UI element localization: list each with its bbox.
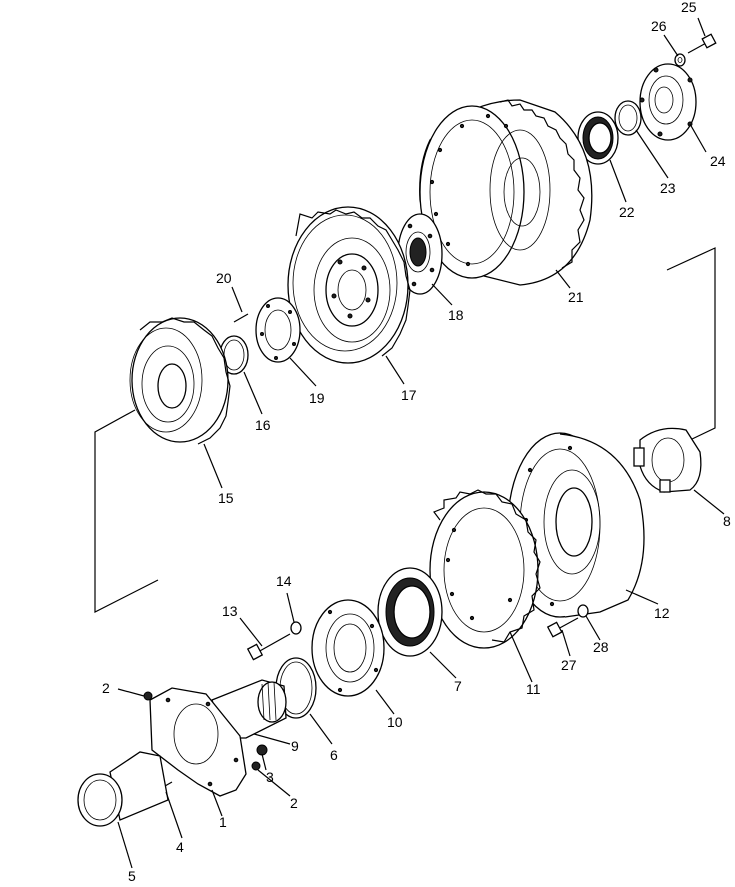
- callout-21: 21: [568, 289, 584, 305]
- part-23-snap-ring: [614, 100, 642, 136]
- callout-5: 5: [128, 868, 136, 882]
- part-19-gasket: [255, 297, 301, 363]
- callout-13: 13: [222, 603, 238, 619]
- part-25-bolt: [687, 33, 717, 54]
- part-2-nut-lower: [251, 761, 261, 771]
- callout-28: 28: [593, 639, 609, 655]
- callout-27: 27: [561, 657, 577, 673]
- callout-1: 1: [219, 814, 227, 830]
- part-3-plug: [256, 744, 268, 756]
- callout-26: 26: [651, 18, 667, 34]
- callout-20: 20: [216, 270, 232, 286]
- part-27-bolt: [546, 617, 579, 638]
- assembly-line-right: [666, 247, 716, 441]
- part-9-shaft: [211, 679, 287, 739]
- part-26-washer: [674, 53, 686, 67]
- callout-9: 9: [291, 738, 299, 754]
- part-17-wheel: [287, 206, 411, 364]
- callout-10: 10: [387, 714, 403, 730]
- callout-19: 19: [309, 390, 325, 406]
- part-5-sleeve: [77, 751, 169, 827]
- callout-14: 14: [276, 573, 292, 589]
- callout-15: 15: [218, 490, 234, 506]
- callout-7: 7: [454, 678, 462, 694]
- callout-labels: 25 26 24 23 22 21 18 17 19 20 16 15 8 12…: [102, 0, 731, 884]
- part-11-ring-gear: [429, 489, 541, 649]
- callout-23: 23: [660, 180, 676, 196]
- leader-lines: [117, 17, 725, 869]
- callout-22: 22: [619, 204, 635, 220]
- part-8-carrier: [633, 427, 702, 493]
- part-13-bolt: [246, 633, 291, 661]
- callout-4: 4: [176, 839, 184, 855]
- part-2-nut-upper: [143, 691, 153, 701]
- callout-12: 12: [654, 605, 670, 621]
- part-15-clutch-wheel: [129, 317, 231, 445]
- callout-16: 16: [255, 417, 271, 433]
- part-22-bearing: [577, 111, 619, 165]
- callout-3: 3: [266, 769, 274, 785]
- part-7-bearing: [377, 567, 443, 657]
- part-28-washer: [577, 604, 589, 618]
- part-1-case: [149, 687, 247, 797]
- assembly-line-left: [94, 409, 159, 613]
- part-10-retainer: [311, 599, 385, 697]
- part-14-washer: [290, 621, 302, 635]
- callout-8: 8: [723, 513, 731, 529]
- callout-6: 6: [330, 747, 338, 763]
- part-20-pin: [233, 313, 249, 323]
- callout-25: 25: [681, 0, 697, 15]
- part-24-cover: [639, 63, 697, 141]
- callout-11: 11: [526, 681, 541, 697]
- callout-17: 17: [401, 387, 417, 403]
- callout-2-lower: 2: [290, 795, 298, 811]
- callout-24: 24: [710, 153, 726, 169]
- callout-18: 18: [448, 307, 464, 323]
- part-21-drum: [419, 99, 593, 286]
- callout-2-upper: 2: [102, 680, 110, 696]
